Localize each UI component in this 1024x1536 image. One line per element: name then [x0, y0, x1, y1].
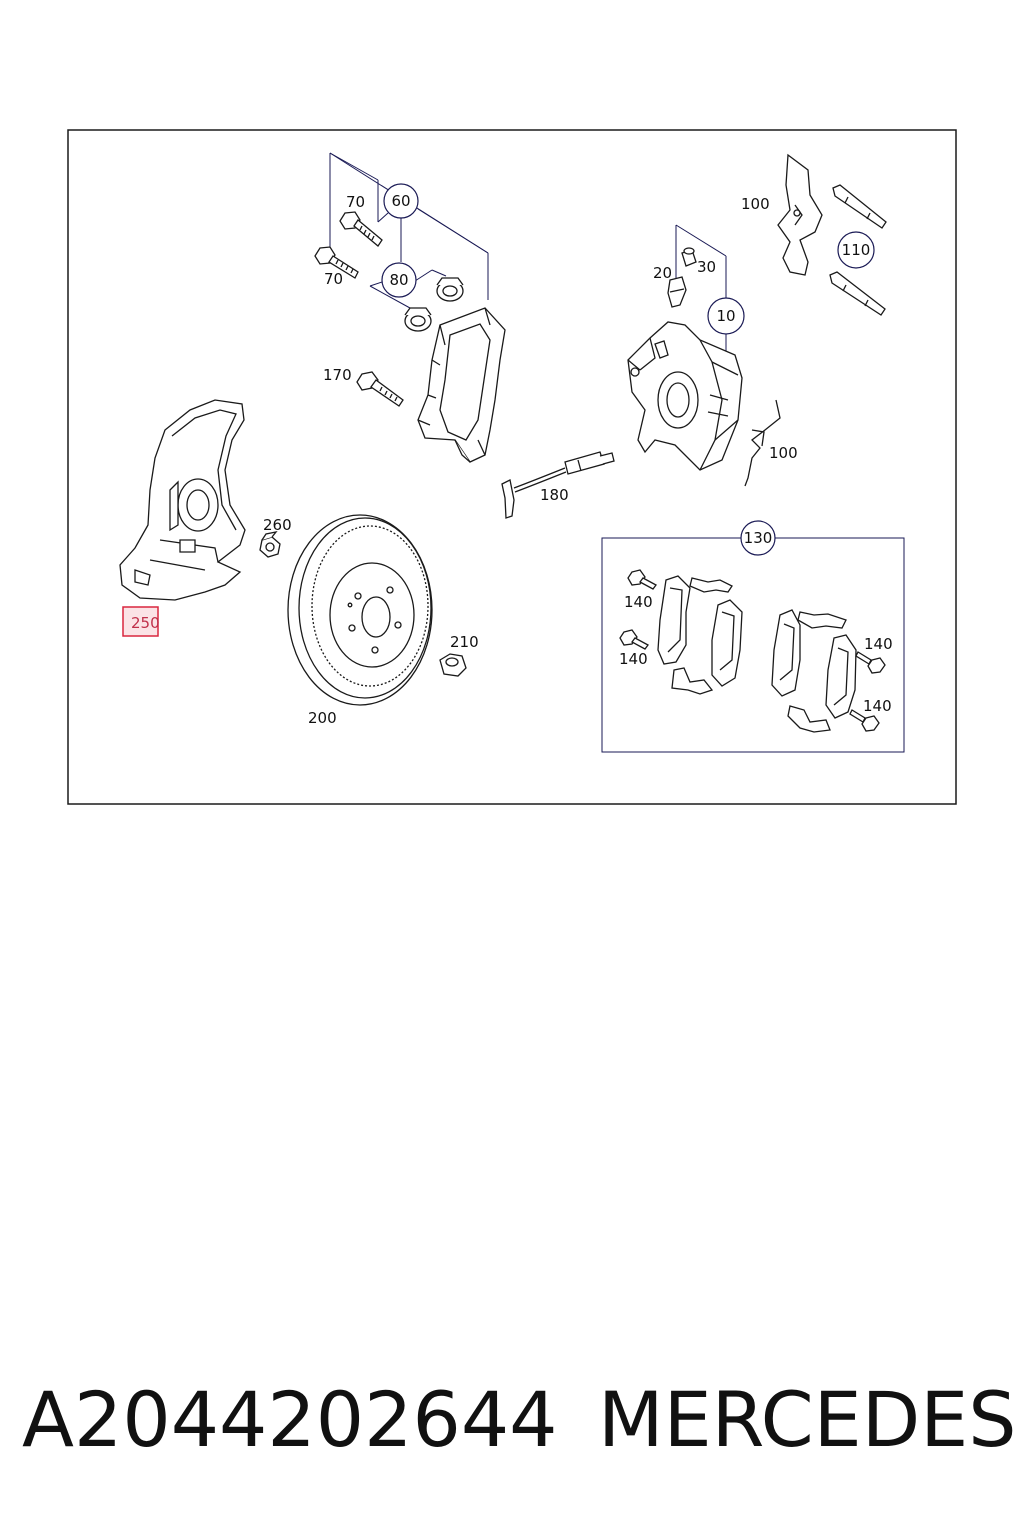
- wear-sensor-wire-100: [744, 399, 781, 487]
- bolt-70-lower: [314, 246, 359, 279]
- bleeder-cap-30: [681, 247, 697, 267]
- callout-130[interactable]: 130: [744, 529, 773, 547]
- callout-100-lower[interactable]: 100: [769, 444, 798, 462]
- callout-80[interactable]: 80: [389, 271, 408, 289]
- callout-110[interactable]: 110: [842, 241, 871, 259]
- callout-100-upper[interactable]: 100: [741, 195, 770, 213]
- callout-210[interactable]: 210: [450, 633, 479, 651]
- callout-140-a[interactable]: 140: [624, 593, 653, 611]
- anti-rattle-spring-100: [777, 153, 823, 276]
- bleeder-screw-20: [667, 276, 687, 308]
- brake-disc-200: [287, 514, 433, 706]
- highlight-box-250[interactable]: [122, 606, 159, 637]
- callout-70-upper[interactable]: 70: [346, 193, 365, 211]
- caliper-housing: [627, 321, 743, 471]
- callout-bubbles: [381, 183, 875, 556]
- guide-pin-110-lower: [829, 271, 886, 316]
- wear-sensor-180: [501, 451, 615, 519]
- callout-20[interactable]: 20: [653, 264, 672, 282]
- callout-30[interactable]: 30: [697, 258, 716, 276]
- callout-70-lower[interactable]: 70: [324, 270, 343, 288]
- diagram-frame: [67, 129, 957, 805]
- callout-170[interactable]: 170: [323, 366, 352, 384]
- nut-210: [439, 653, 467, 677]
- caliper-bracket: [417, 307, 506, 463]
- callout-140-b[interactable]: 140: [619, 650, 648, 668]
- bolt-170: [356, 371, 404, 407]
- callout-10[interactable]: 10: [716, 307, 735, 325]
- bolt-70-upper: [339, 211, 383, 247]
- part-number: A2044202644: [22, 1375, 558, 1464]
- callout-140-c[interactable]: 140: [864, 635, 893, 653]
- brand-name: MERCEDES: [598, 1375, 1017, 1464]
- bolt-260: [259, 531, 281, 558]
- callout-60[interactable]: 60: [391, 192, 410, 210]
- callout-200[interactable]: 200: [308, 709, 337, 727]
- bushing-80-a: [436, 277, 464, 302]
- brake-exploded-diagram: 70 70 60 80 170 100 110 20 30 10 100 180…: [67, 129, 957, 805]
- splash-shield-250: [119, 399, 246, 601]
- callout-140-d[interactable]: 140: [863, 697, 892, 715]
- callout-180[interactable]: 180: [540, 486, 569, 504]
- brake-pad-set-130: [619, 569, 886, 733]
- callout-260[interactable]: 260: [263, 516, 292, 534]
- callout-250[interactable]: 250: [131, 614, 160, 632]
- bushing-80-b: [404, 307, 432, 332]
- guide-pin-110-upper: [832, 184, 887, 229]
